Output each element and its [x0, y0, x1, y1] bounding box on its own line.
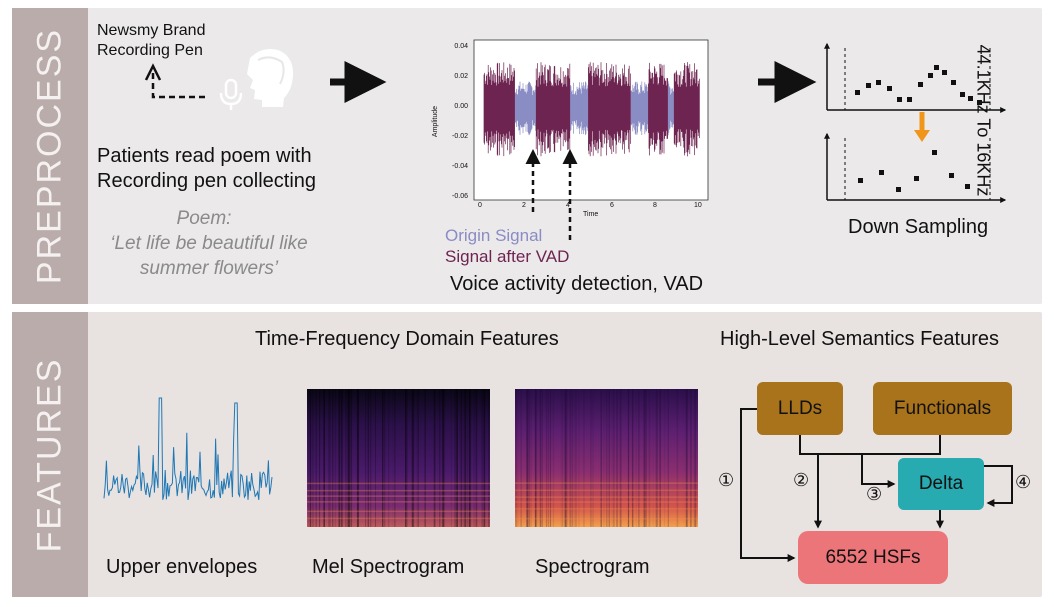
wave-xtick: 2: [522, 202, 526, 209]
hsf-flow-connectors: [740, 408, 1013, 562]
llds-box: LLDs: [757, 382, 843, 435]
functionals-box: Functionals: [873, 382, 1012, 435]
wave-xtick: 8: [653, 202, 657, 209]
downsampled-plot: [824, 132, 1007, 203]
caption-mel-spectrogram: Mel Spectrogram: [312, 556, 465, 578]
wave-ytick: -0.02: [452, 133, 468, 140]
waveform-signal: [483, 62, 700, 157]
step-4-label: ④: [1015, 472, 1032, 492]
waveform-trace: [483, 62, 700, 157]
envelope-line: [103, 397, 273, 500]
wave-xtick: 4: [566, 202, 570, 209]
step-2-label: ②: [793, 470, 810, 490]
patients-text-line1: Patients read poem with: [97, 145, 312, 167]
wave-xtick: 10: [694, 202, 702, 209]
wave-ytick: 0.02: [454, 73, 468, 80]
original-sampling-plot: [824, 42, 1007, 113]
legend-origin-signal: Origin Signal: [445, 226, 543, 245]
patients-text-line2: Recording pen collecting: [97, 170, 317, 192]
step-1-label: ①: [718, 470, 735, 490]
wave-ytick: -0.04: [452, 163, 468, 170]
step-3-label: ③: [866, 484, 883, 504]
poem-text-line1: ‘Let life be beautiful like: [110, 233, 308, 254]
legend-vad-signal: Signal after VAD: [445, 247, 570, 266]
wave-xlabel: Time: [583, 211, 599, 218]
features-side-bar: FEATURES: [12, 312, 88, 597]
caption-upper-envelopes: Upper envelopes: [106, 556, 258, 578]
pen-label-line1: Newsmy Brand: [97, 22, 206, 39]
spectrogram-image: [515, 389, 698, 527]
delta-box: Delta: [898, 458, 984, 510]
caption-spectrogram: Spectrogram: [535, 556, 650, 578]
upper-envelope-plot: [103, 397, 273, 500]
wave-ytick: 0.04: [454, 43, 468, 50]
hl-features-title: High-Level Semantics Features: [720, 328, 1000, 350]
tf-features-title: Time-Frequency Domain Features: [255, 328, 559, 350]
wave-xtick: 0: [478, 202, 482, 209]
person-head-icon: [247, 49, 294, 107]
vad-caption: Voice activity detection, VAD: [450, 273, 704, 295]
waveform-trace: [514, 81, 674, 136]
mel-spectrogram-image: [307, 389, 490, 527]
preprocess-side-bar: PREPROCESS: [12, 8, 88, 304]
pen-label-line2: Recording Pen: [97, 42, 203, 59]
wave-xtick: 6: [610, 202, 614, 209]
downsample-orange-arrowhead: [914, 130, 930, 142]
microphone-icon: [219, 78, 243, 110]
pen-dashed-arrow: [144, 63, 205, 99]
hsfs-box: 6552 HSFs: [798, 531, 948, 584]
downsampling-caption: Down Sampling: [848, 216, 989, 238]
poem-label: Poem:: [176, 208, 232, 229]
wave-ytick: -0.06: [452, 193, 468, 200]
poem-text-line2: summer flowers’: [139, 258, 279, 279]
wave-ytick: 0.00: [454, 103, 468, 110]
